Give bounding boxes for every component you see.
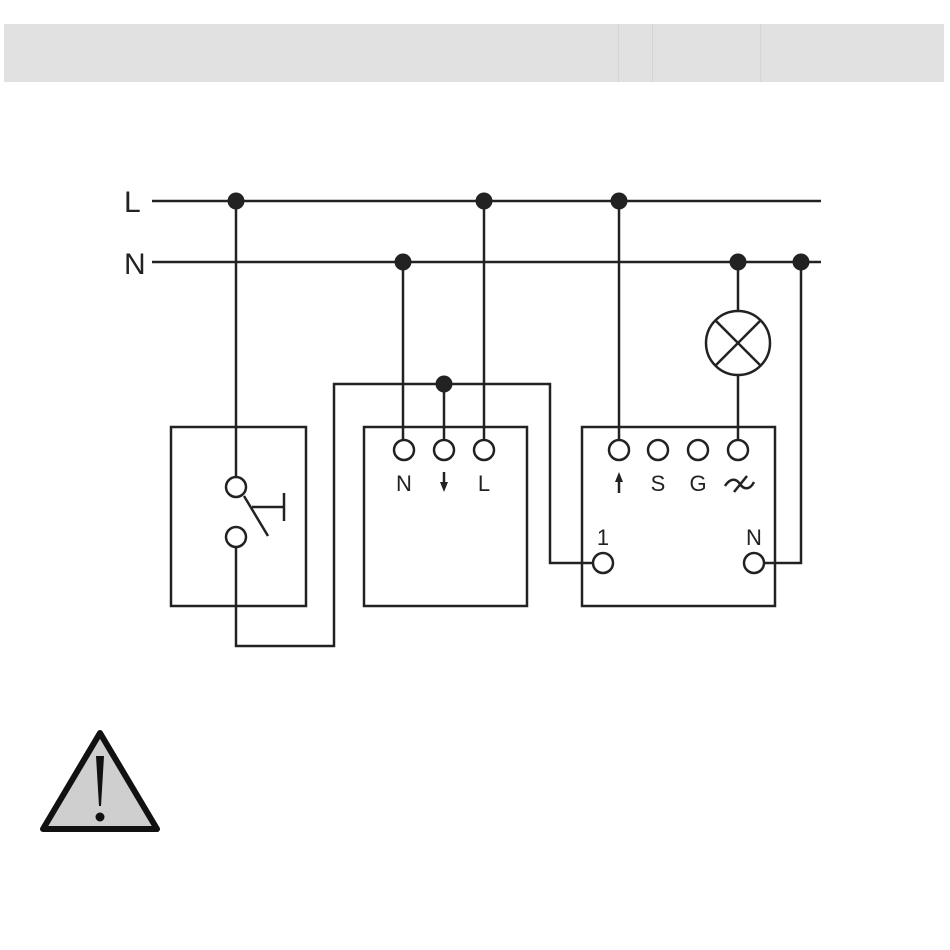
dimmer-terminal-output — [434, 440, 454, 460]
dimmer-unit: N L — [364, 427, 527, 606]
junction-dot — [793, 254, 810, 271]
switch-terminal-bottom — [226, 527, 246, 547]
junction-dot — [436, 376, 453, 393]
controller-neutral-wire — [765, 262, 801, 563]
controller-terminal-n — [744, 553, 764, 573]
controller-terminal-s — [648, 440, 668, 460]
controller-terminal-label-1: 1 — [597, 525, 609, 550]
live-bus-label: L — [124, 186, 141, 219]
dimmer-terminal-label-l: L — [478, 471, 490, 496]
junction-dot — [730, 254, 747, 271]
switch-unit — [171, 427, 306, 606]
switch-terminal-top — [226, 477, 246, 497]
arrow-down-icon — [440, 472, 448, 492]
controller-terminal-label-g: G — [689, 471, 706, 496]
junction-dot — [228, 193, 245, 210]
junction-dot — [395, 254, 412, 271]
warning-triangle-icon — [43, 733, 157, 829]
junction-dot — [476, 193, 493, 210]
dimmer-terminal-label-n: N — [396, 471, 412, 496]
controller-terminal-label-n: N — [746, 525, 762, 550]
lamp-icon — [706, 311, 770, 375]
controller-unit: S G 1 N — [582, 427, 775, 606]
controller-terminal-dimmed — [728, 440, 748, 460]
controller-terminal-input — [609, 440, 629, 460]
controller-terminal-1 — [593, 553, 613, 573]
dimmer-terminal-l — [474, 440, 494, 460]
controller-terminal-g — [688, 440, 708, 460]
dimmer-symbol-icon — [725, 476, 754, 492]
controller-terminal-label-s: S — [651, 471, 666, 496]
dimmer-terminal-n — [394, 440, 414, 460]
arrow-up-icon — [615, 472, 623, 493]
neutral-bus-label: N — [124, 248, 146, 281]
junction-dot — [611, 193, 628, 210]
push-button-switch-icon — [244, 493, 284, 536]
